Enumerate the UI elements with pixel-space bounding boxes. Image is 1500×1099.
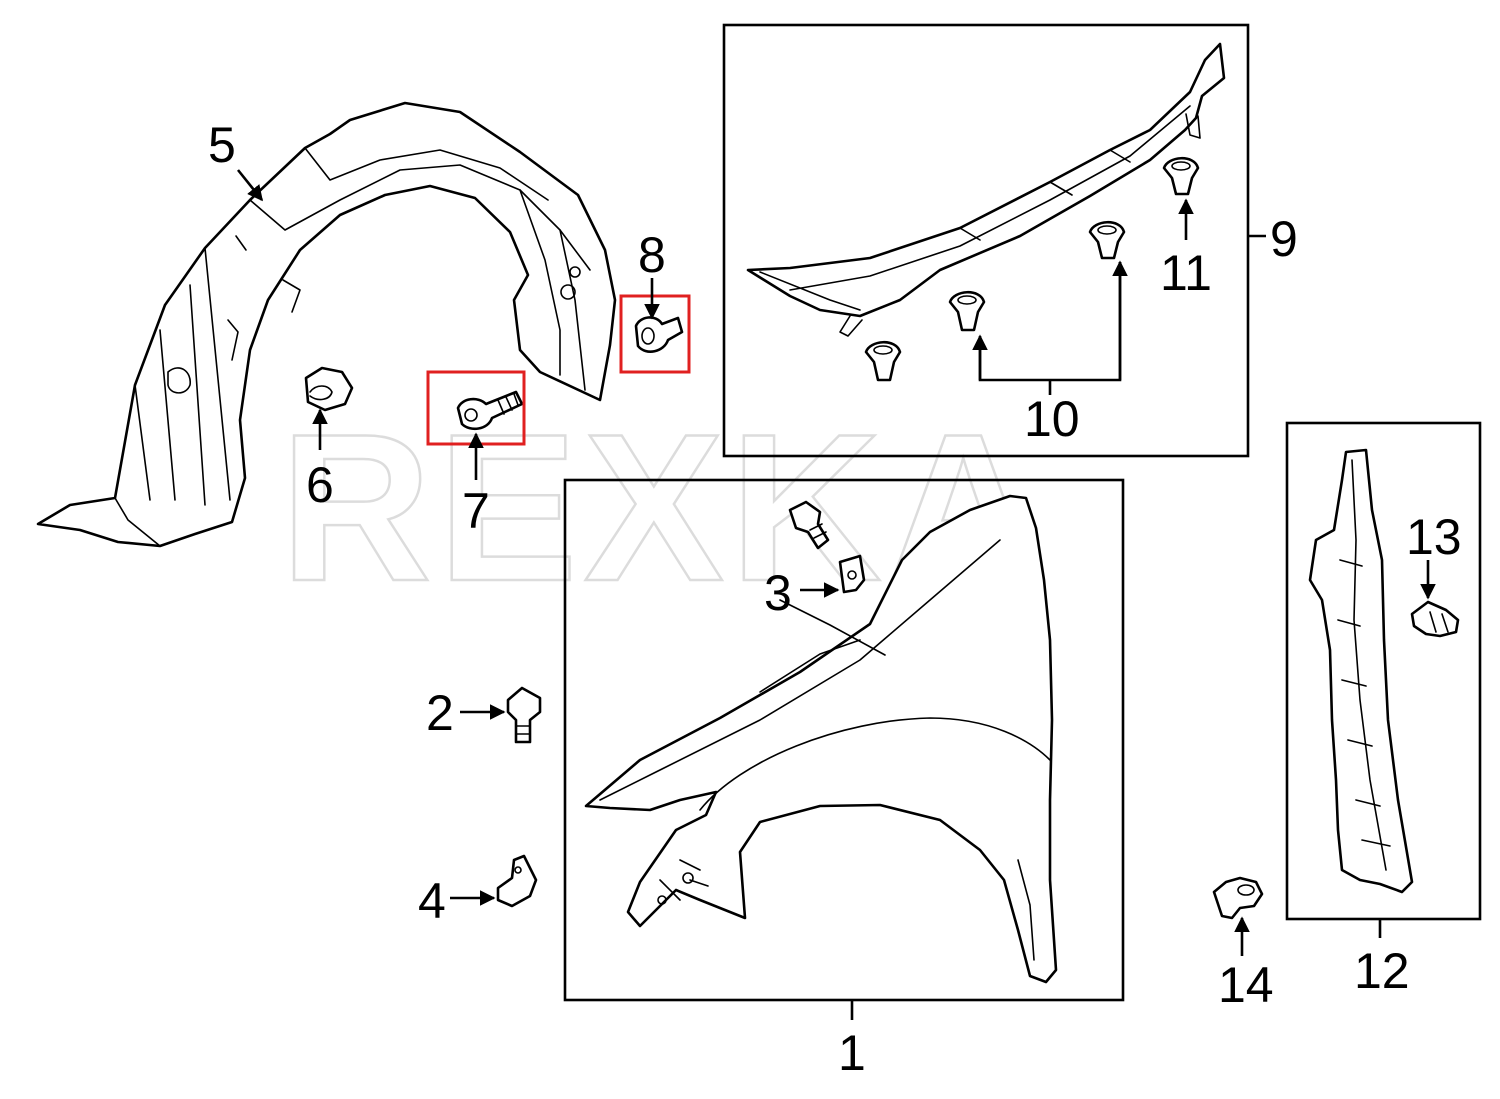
clip-nut-part-3	[838, 554, 866, 594]
clip-part-6	[304, 366, 354, 412]
bolt-near-part-3	[788, 500, 830, 550]
callout-5: 5	[208, 117, 236, 173]
bolt-part-2	[506, 686, 542, 744]
bolt-part-13	[1410, 600, 1460, 638]
callout-4: 4	[418, 873, 446, 929]
clip-part-10a	[864, 340, 902, 382]
callout-7: 7	[462, 483, 490, 539]
frame-windshield-molding	[722, 23, 1250, 458]
molding-part-9	[746, 42, 1226, 337]
highlight-box-part-8	[619, 294, 691, 374]
fender-liner-part	[36, 101, 617, 548]
callout-12: 12	[1354, 943, 1410, 999]
callout-3: 3	[764, 565, 792, 621]
seal-part-12	[1308, 448, 1414, 894]
clip-part-11	[1162, 156, 1200, 196]
grommet-part-8	[634, 316, 684, 353]
bracket-part-4	[496, 854, 538, 908]
clip-part-10b	[948, 290, 986, 332]
leader-10-bracket	[978, 262, 1122, 382]
frame-seal	[1285, 421, 1482, 921]
callout-10: 10	[1024, 391, 1080, 447]
callout-14: 14	[1218, 957, 1274, 1013]
callout-6: 6	[306, 457, 334, 513]
callout-8: 8	[638, 227, 666, 283]
fender-part-1	[584, 494, 1058, 984]
callout-2: 2	[426, 685, 454, 741]
clip-part-10c	[1088, 220, 1126, 260]
callout-11: 11	[1160, 245, 1212, 301]
bolt-part-7	[456, 390, 524, 431]
clip-part-14	[1212, 876, 1264, 920]
callout-1: 1	[838, 1025, 866, 1081]
callout-13: 13	[1406, 509, 1462, 565]
frame-fender	[563, 478, 1125, 1002]
callout-9: 9	[1270, 211, 1298, 267]
leader-5	[236, 169, 264, 202]
